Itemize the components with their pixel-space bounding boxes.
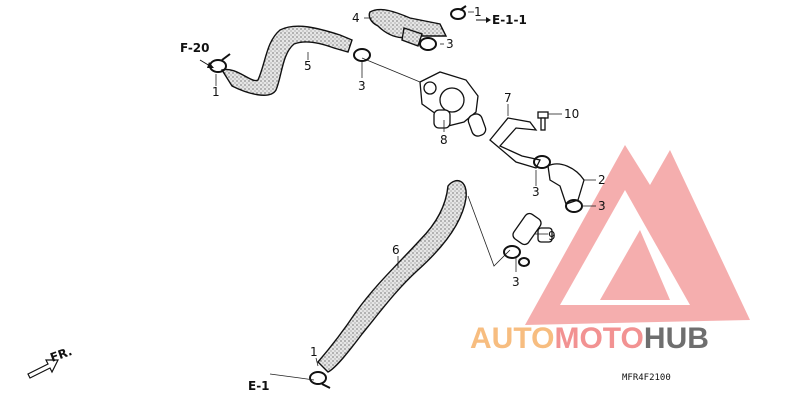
- clamp-1-bottom: [309, 371, 331, 389]
- callout-8: 8: [440, 133, 448, 147]
- front-arrow-icon: [27, 359, 59, 379]
- clamp-1-top: [450, 5, 467, 20]
- clamp-3-bottom: [503, 245, 521, 259]
- callout-9: 9: [548, 229, 556, 243]
- diagram-code: MFR4F2100: [622, 373, 671, 383]
- clamp-3-mid: [353, 48, 371, 62]
- watermark-logo: AUTOMOTOHUB: [470, 145, 750, 355]
- callout-3-a: 3: [446, 37, 454, 51]
- callout-4: 4: [352, 11, 360, 25]
- hose-6: [317, 179, 467, 373]
- elbow-2: [547, 163, 585, 205]
- ref-e1: E-1: [248, 379, 270, 393]
- ref-f20: F-20: [180, 41, 210, 55]
- ref-e11: E-1-1: [492, 13, 527, 27]
- ref-front: FR.: [48, 344, 74, 365]
- screw-10: [537, 111, 549, 131]
- callout-10: 10: [564, 107, 579, 121]
- joint-9: [512, 212, 553, 246]
- leader-lines: [215, 11, 596, 381]
- arrow-e11: [476, 17, 491, 23]
- callout-1-left: 1: [212, 85, 220, 99]
- watermark-auto: AUTO: [470, 322, 554, 355]
- callout-2: 2: [598, 173, 606, 187]
- valve-assembly-8: [361, 57, 487, 137]
- hose-5: [220, 25, 353, 96]
- callout-5: 5: [304, 59, 312, 73]
- watermark-moto: MOTO: [554, 322, 643, 355]
- arrow-f20: [199, 59, 214, 68]
- callout-3-e: 3: [512, 275, 520, 289]
- watermark-hub: HUB: [644, 322, 709, 355]
- callout-3-d: 3: [598, 199, 606, 213]
- watermark-text: AUTOMOTOHUB: [470, 322, 709, 355]
- callout-7: 7: [504, 91, 512, 105]
- callout-3-b: 3: [358, 79, 366, 93]
- callout-6: 6: [392, 243, 400, 257]
- callout-1-top: 1: [474, 5, 482, 19]
- tube-7: [489, 117, 541, 169]
- clamp-3-right-upper: [533, 155, 551, 169]
- clamp-3-bottom-second: [518, 257, 530, 267]
- callout-3-c: 3: [532, 185, 540, 199]
- clamp-3-top: [419, 37, 437, 51]
- callout-1-bottom: 1: [310, 345, 318, 359]
